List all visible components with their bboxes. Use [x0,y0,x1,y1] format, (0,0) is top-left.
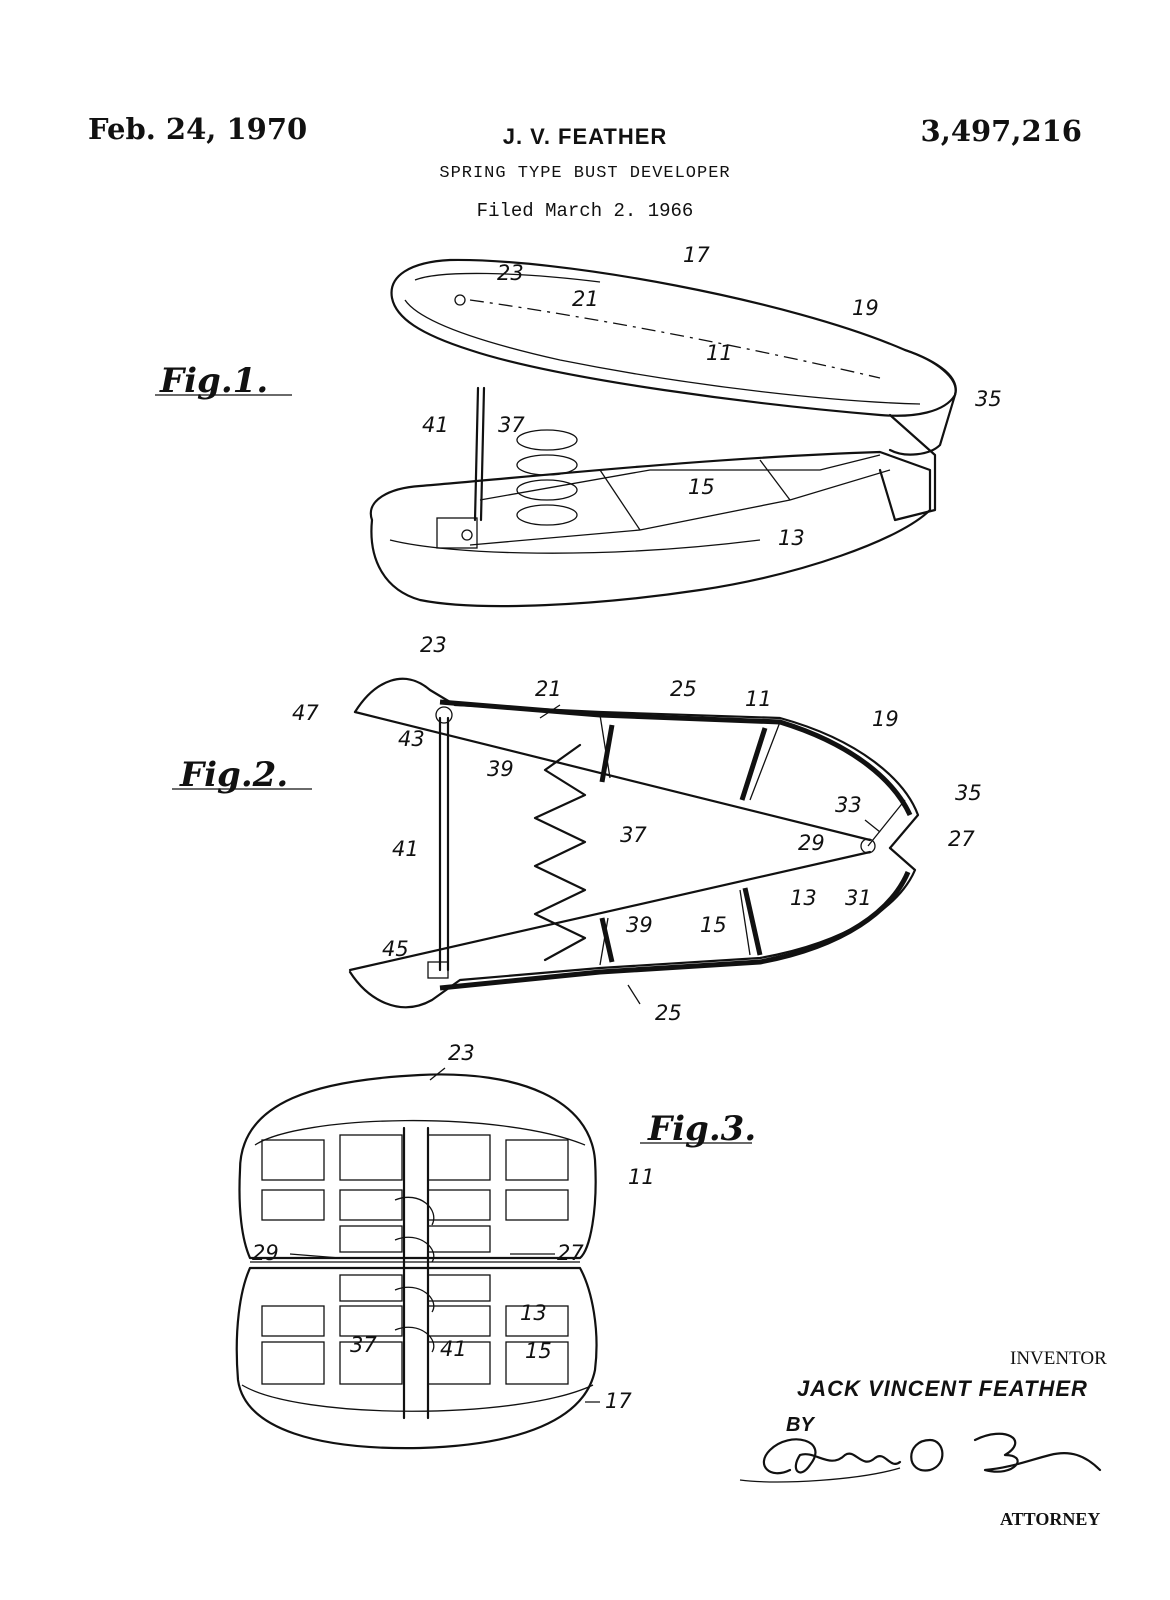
fig1-ref: 41 [422,413,449,437]
fig1-rod [473,386,486,522]
fig3-ref: 11 [628,1165,655,1189]
fig3-ref: 17 [605,1389,632,1413]
fig2-ref: 23 [420,633,447,657]
fig2-ref: 21 [535,677,562,701]
fig2-ref: 25 [655,1001,682,1025]
filed-date: Filed March 2. 1966 [476,200,694,222]
fig2-ref: 11 [745,687,772,711]
fig2-lower-arm [348,846,917,1009]
fig1-label: Fig.1. [159,361,268,401]
fig3-upper-half [238,1073,597,1260]
fig1-ref: 19 [852,296,879,320]
fig3-ref: 41 [440,1337,467,1361]
fig1-ref: 23 [497,261,524,285]
fig3-label: Fig.3. [647,1109,756,1149]
fig1-ref: 11 [706,341,733,365]
figure-2: Fig.2. 23 21 25 11 19 47 43 39 35 33 27 … [172,633,982,1025]
patent-number: 3,497,216 [920,114,1082,148]
by-label: BY [786,1414,814,1436]
fig3-ref: 37 [350,1333,377,1357]
fig3-ref: 15 [525,1339,552,1363]
inventor-label: INVENTOR [1010,1348,1107,1369]
fig3-ref: 23 [448,1041,475,1065]
fig2-rod [438,716,450,972]
fig2-ref: 47 [292,701,319,725]
inventor-name: JACK VINCENT FEATHER [797,1376,1088,1401]
fig2-ref: 29 [798,831,825,855]
fig2-ref: 31 [845,886,872,910]
figure-3: Fig.3. 23 11 29 27 13 37 41 15 17 [235,1041,756,1450]
fig1-ref: 15 [688,475,715,499]
fig3-grid [261,1134,569,1385]
fig2-ref: 41 [392,837,419,861]
fig2-ref: 33 [835,793,862,817]
fig3-ref: 13 [520,1301,547,1325]
fig2-ref: 13 [790,886,817,910]
fig2-upper-arm [353,677,920,850]
fig1-ref: 13 [778,526,805,550]
figure-1: Fig.1. 17 23 21 19 11 35 41 37 15 13 [155,243,1002,608]
fig3-ref: 27 [557,1241,584,1265]
fig2-ref: 35 [955,781,982,805]
fig2-ref: 39 [487,757,514,781]
fig2-ref: 45 [382,937,409,961]
patent-title: SPRING TYPE BUST DEVELOPER [439,164,731,183]
patent-date: Feb. 24, 1970 [88,112,308,146]
fig2-ref: 43 [398,727,425,751]
fig2-spring [533,743,587,962]
attorney-signature [739,1432,1102,1483]
fig3-rod [402,1126,430,1420]
attorney-label: ATTORNEY [1000,1509,1101,1529]
fig1-ref: 35 [975,387,1002,411]
fig2-ref: 19 [872,707,899,731]
fig1-ref: 17 [683,243,710,267]
fig2-ref: 25 [670,677,697,701]
fig3-ref: 29 [252,1241,279,1265]
fig1-ref: 21 [572,287,599,311]
fig2-ref: 39 [626,913,653,937]
fig2-ref: 27 [948,827,975,851]
fig2-label: Fig.2. [179,755,288,795]
fig1-hinge-block [878,413,937,522]
fig1-lower-member [369,450,932,608]
fig2-pivot [860,838,876,854]
fig3-lower-half [235,1266,598,1450]
fig2-ref: 37 [620,823,647,847]
fig2-ref: 15 [700,913,727,937]
fig1-spring [516,429,578,526]
fig1-ref: 37 [498,413,525,437]
inventor-header: J. V. FEATHER [502,124,668,149]
